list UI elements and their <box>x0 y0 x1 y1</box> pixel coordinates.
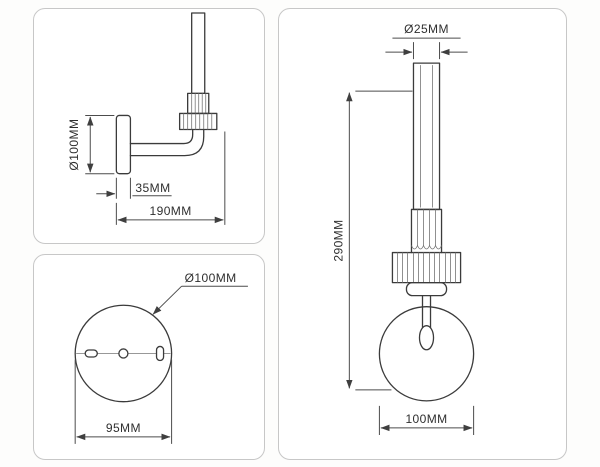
crown-collar-front <box>391 251 462 284</box>
lamp-stem <box>421 294 432 329</box>
keyhole-slot-right <box>155 345 165 362</box>
collar-base-rim <box>405 281 448 297</box>
plate-outline <box>74 304 173 403</box>
backplate-offset-label: 35MM <box>135 181 170 195</box>
wall-plate-side <box>115 114 132 175</box>
panel-front-view: Ø25MM 290MM <box>278 8 567 460</box>
tube-shading-lines <box>420 65 433 208</box>
panel-side-view: Ø100MM 35MM 190MM <box>33 8 265 244</box>
fluted-neck-front <box>410 208 443 254</box>
plate-diameter-label: Ø100MM <box>185 271 237 285</box>
crown-collar-side <box>178 112 218 131</box>
leader-plate-diameter <box>152 285 248 315</box>
dimension-projection <box>115 131 226 225</box>
overall-height-label: 290MM <box>331 219 345 261</box>
sconce-front-view <box>378 62 475 402</box>
bulb-socket <box>418 325 435 351</box>
plate-diameter-label: Ø100MM <box>67 119 81 171</box>
side-view-drawing: Ø100MM 35MM 190MM <box>67 12 226 225</box>
front-view-drawing: Ø25MM 290MM <box>331 22 475 435</box>
keyhole-slot-left <box>84 349 98 358</box>
dimension-plate-diameter <box>85 114 115 175</box>
globe-diameter-label: 100MM <box>405 412 447 426</box>
panel-back-view: Ø100MM 95MM <box>33 254 265 460</box>
dimension-tube-diameter <box>385 37 468 60</box>
back-view-drawing: Ø100MM 95MM <box>74 271 248 444</box>
candle-tube-front <box>412 62 441 211</box>
projection-label: 190MM <box>149 204 191 218</box>
dimension-backplate-offset <box>96 177 172 199</box>
mounting-plate-back-view <box>74 304 173 403</box>
center-hole <box>118 348 129 359</box>
curved-arm-side <box>129 128 205 157</box>
sconce-side-view <box>115 12 218 175</box>
glass-globe <box>378 306 475 402</box>
mounting-width-label: 95MM <box>106 421 141 435</box>
dimension-overall-height <box>346 90 413 391</box>
fluted-neck-side <box>187 92 210 115</box>
dimension-mounting-width <box>74 359 173 444</box>
candle-tube-side <box>191 12 206 95</box>
tube-diameter-label: Ø25MM <box>404 22 449 36</box>
dimension-globe-diameter <box>378 405 475 435</box>
